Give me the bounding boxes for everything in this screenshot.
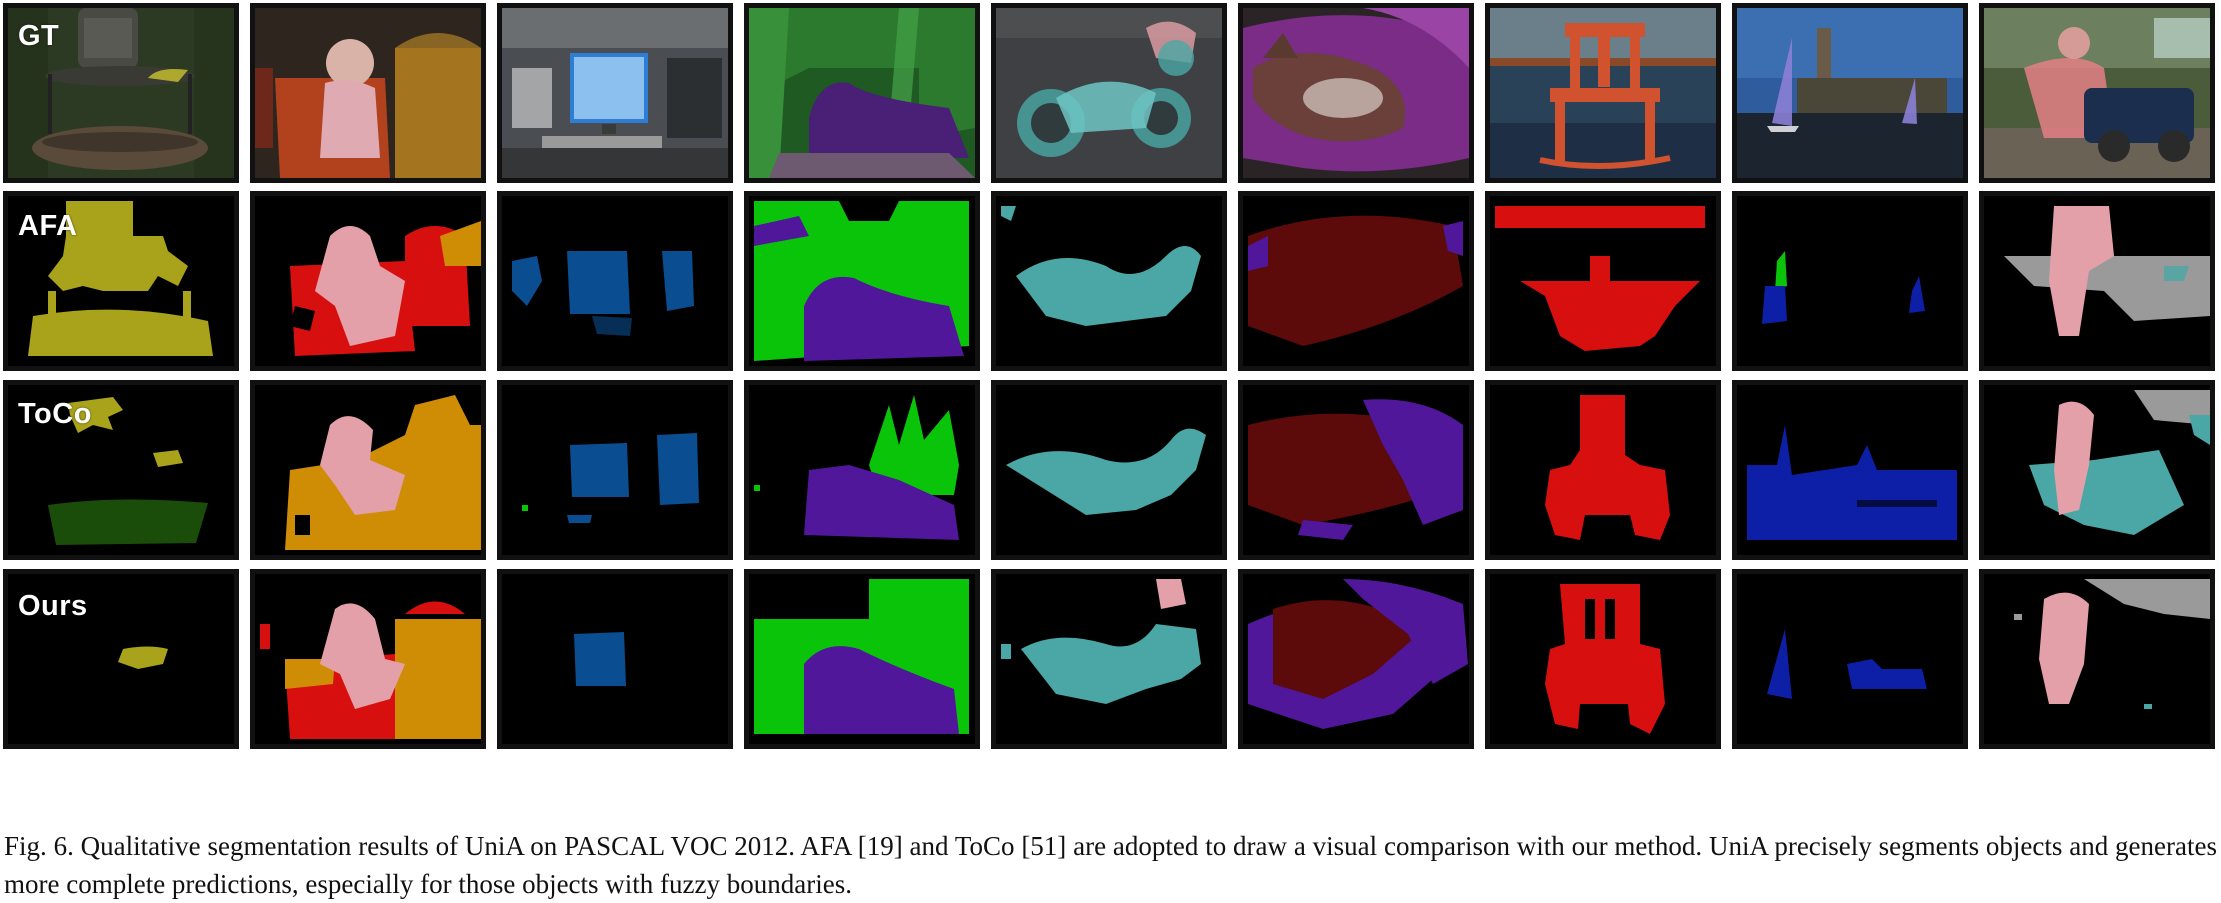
toco-pred-chair (1485, 380, 1721, 560)
toco-pred-sailboats (1732, 380, 1968, 560)
afa-pred-office-monitor (497, 191, 733, 371)
gt-image-dog-sofa (744, 3, 980, 183)
gt-image-cat-blanket (1238, 3, 1474, 183)
toco-pred-office-monitor (497, 380, 733, 560)
ours-pred-office-monitor (497, 569, 733, 749)
figure-caption: Fig. 6. Qualitative segmentation results… (4, 831, 2217, 899)
toco-pred-person-car (1979, 380, 2215, 560)
afa-pred-bird-feeder (3, 191, 239, 371)
toco-pred-bird-feeder (3, 380, 239, 560)
qualitative-results-figure: GT AFA ToCo Ours (3, 3, 2215, 749)
toco-pred-motorbike (991, 380, 1227, 560)
row-label-ours: Ours (18, 590, 88, 622)
gt-image-motorbike (991, 3, 1227, 183)
ours-pred-cat-blanket (1238, 569, 1474, 749)
row-label-toco: ToCo (18, 398, 92, 430)
gt-image-office-monitor (497, 3, 733, 183)
afa-pred-cat-blanket (1238, 191, 1474, 371)
toco-pred-cat-blanket (1238, 380, 1474, 560)
row-label-afa: AFA (18, 210, 78, 242)
afa-pred-person-car (1979, 191, 2215, 371)
ours-pred-sailboats (1732, 569, 1968, 749)
ours-pred-bird-feeder (3, 569, 239, 749)
gt-image-bird-feeder (3, 3, 239, 183)
afa-pred-dog-sofa (744, 191, 980, 371)
gt-image-sailboats (1732, 3, 1968, 183)
afa-pred-sailboats (1732, 191, 1968, 371)
gt-image-baby-highchair (250, 3, 486, 183)
afa-pred-motorbike (991, 191, 1227, 371)
ours-pred-motorbike (991, 569, 1227, 749)
toco-pred-dog-sofa (744, 380, 980, 560)
ours-pred-person-car (1979, 569, 2215, 749)
row-label-gt: GT (18, 20, 60, 52)
toco-pred-baby-highchair (250, 380, 486, 560)
afa-pred-chair (1485, 191, 1721, 371)
ours-pred-dog-sofa (744, 569, 980, 749)
ours-pred-chair (1485, 569, 1721, 749)
gt-image-person-car (1979, 3, 2215, 183)
afa-pred-baby-highchair (250, 191, 486, 371)
ours-pred-baby-highchair (250, 569, 486, 749)
gt-image-chair (1485, 3, 1721, 183)
